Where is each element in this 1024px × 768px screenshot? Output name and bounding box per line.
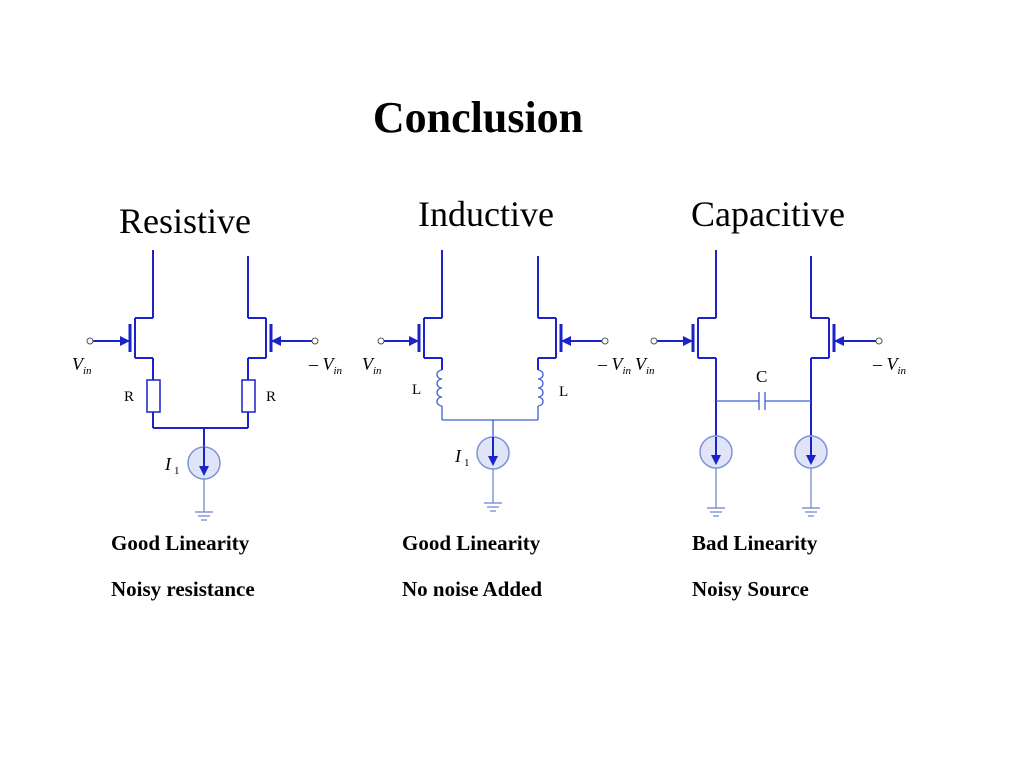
resistive-note-2: Noisy resistance — [111, 577, 255, 601]
current-source-capacitive-left — [699, 435, 733, 517]
inductor-left — [436, 369, 443, 407]
capacitive-note-1: Bad Linearity — [692, 531, 818, 555]
resistor-label-right: R — [266, 389, 276, 405]
heading-resistive: Resistive — [119, 201, 251, 241]
capacitive-circuit: Vin – Vin C — [635, 250, 907, 517]
heading-capacitive: Capacitive — [691, 194, 845, 234]
vin-label-inductive: Vin — [362, 354, 382, 377]
transistor-right-resistive — [247, 256, 319, 380]
inductor-label-right: L — [559, 384, 568, 400]
transistor-right-capacitive — [810, 256, 883, 437]
heading-inductive: Inductive — [418, 194, 554, 234]
current-source-capacitive-right — [794, 435, 828, 517]
current-source-resistive — [187, 446, 221, 521]
transistor-left-inductive — [377, 250, 443, 370]
inductive-note-2: No noise Added — [402, 577, 543, 601]
resistor-left — [146, 379, 161, 413]
transistor-left-resistive — [86, 250, 154, 380]
inductor-label-left: L — [412, 382, 421, 398]
slide-title: Conclusion — [372, 93, 584, 142]
capacitive-note-2: Noisy Source — [692, 577, 809, 601]
transistor-right-inductive — [537, 256, 609, 370]
transistor-left-capacitive — [650, 250, 717, 437]
inductive-note-1: Good Linearity — [402, 531, 541, 555]
resistive-note-1: Good Linearity — [111, 531, 250, 555]
current-source-inductive — [476, 436, 510, 512]
capacitor — [716, 392, 811, 410]
capacitor-label: C — [756, 367, 767, 386]
vin-label-capacitive: Vin — [635, 354, 655, 377]
minus-vin-label-capacitive: – Vin — [872, 354, 907, 377]
minus-vin-label-inductive: – Vin — [597, 354, 632, 377]
vin-label-resistive: Vin — [72, 354, 92, 377]
minus-vin-label-resistive: – Vin — [308, 354, 343, 377]
resistor-label-left: R — [124, 389, 134, 405]
inductor-right — [537, 369, 544, 407]
resistor-right — [241, 379, 256, 413]
